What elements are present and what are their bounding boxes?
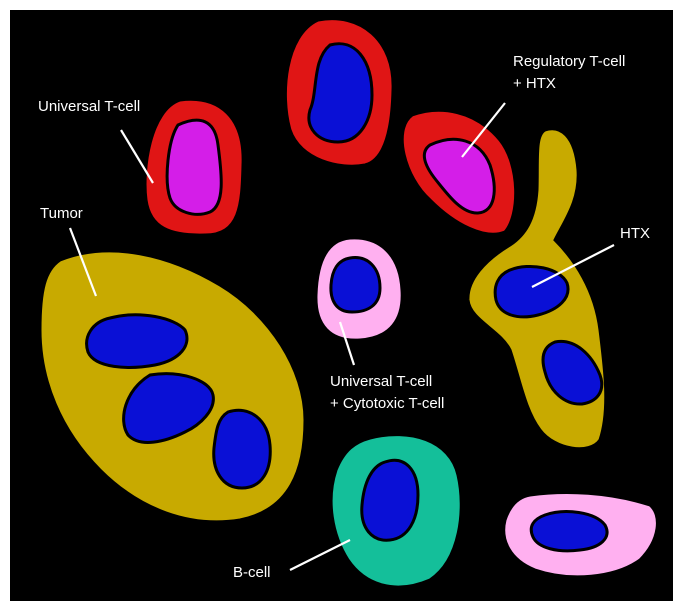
label-universal-t-cell: Universal T-cell bbox=[38, 98, 140, 115]
pink-cell-bottom-right bbox=[504, 492, 658, 576]
red-cell-top bbox=[285, 19, 393, 167]
label-universal-cytotoxic-line2: + Cytotoxic T-cell bbox=[330, 395, 444, 412]
universal-cytotoxic-cell bbox=[316, 238, 402, 340]
b-cell bbox=[331, 435, 461, 587]
universal-t-cell bbox=[145, 99, 243, 235]
label-b-cell: B-cell bbox=[233, 564, 271, 581]
label-regulatory-t-cell-line2: + HTX bbox=[513, 75, 556, 92]
label-htx: HTX bbox=[620, 225, 650, 242]
label-regulatory-t-cell-line1: Regulatory T-cell bbox=[513, 53, 625, 70]
label-universal-cytotoxic-line1: Universal T-cell bbox=[330, 373, 432, 390]
label-tumor: Tumor bbox=[40, 205, 83, 222]
